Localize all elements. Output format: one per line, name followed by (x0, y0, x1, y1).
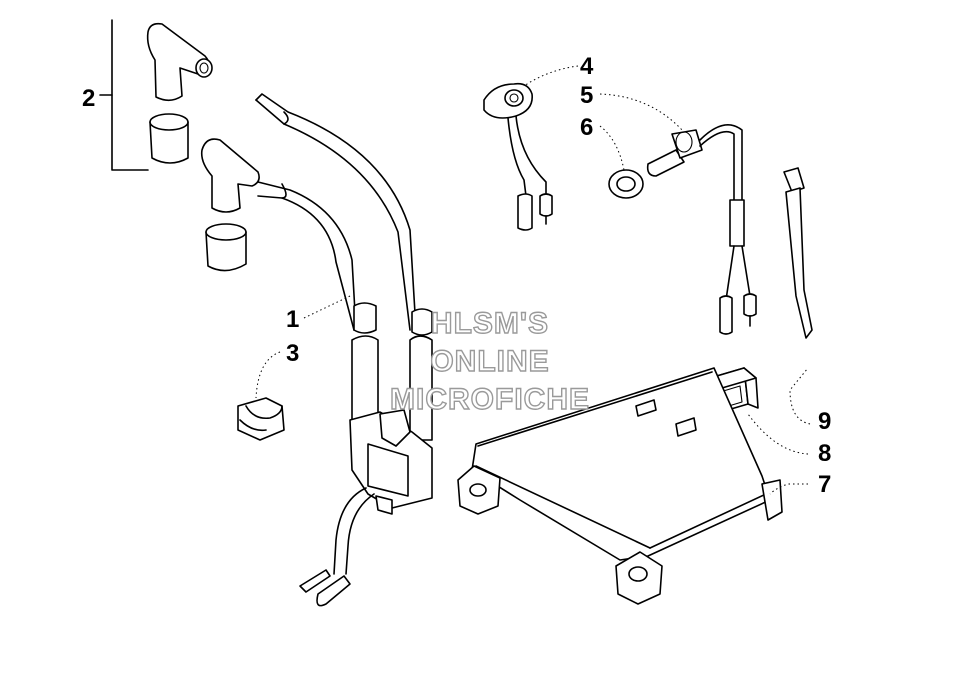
callout-7: 7 (818, 471, 831, 498)
ht-lead-right (255, 93, 417, 331)
control-module (457, 367, 783, 605)
callouts: 1 2 3 4 5 6 7 8 9 (82, 53, 831, 498)
sensor (483, 82, 553, 231)
watermark-line-3: MICROFICHE (390, 383, 590, 416)
callout-2: 2 (82, 85, 95, 112)
callout-5: 5 (580, 82, 593, 109)
leader-lines (255, 65, 811, 495)
callout-4: 4 (580, 53, 594, 80)
clip (237, 397, 285, 441)
ignition-coil (255, 93, 433, 607)
cable-tie (783, 167, 813, 339)
temperature-sensor (646, 124, 757, 335)
watermark: HLSM'S ONLINE MICROFICHE (389, 306, 590, 416)
spark-plug-boot-lower (205, 223, 247, 272)
spark-plug-cap-upper (146, 22, 213, 102)
watermark-line-2: ONLINE (430, 345, 549, 378)
washer (608, 169, 644, 199)
watermark-line-1: HLSM'S (431, 307, 549, 340)
callout-8: 8 (818, 440, 831, 467)
spark-plug-cap-lower (200, 138, 260, 213)
spark-plug-boot-upper (149, 113, 189, 164)
callout-1: 1 (286, 306, 299, 333)
bracket-line (111, 19, 149, 171)
spark-plug-cap-group (99, 19, 260, 272)
callout-6: 6 (580, 114, 593, 141)
callout-9: 9 (818, 408, 831, 435)
ht-lead-left (257, 181, 357, 331)
callout-3: 3 (286, 340, 299, 367)
